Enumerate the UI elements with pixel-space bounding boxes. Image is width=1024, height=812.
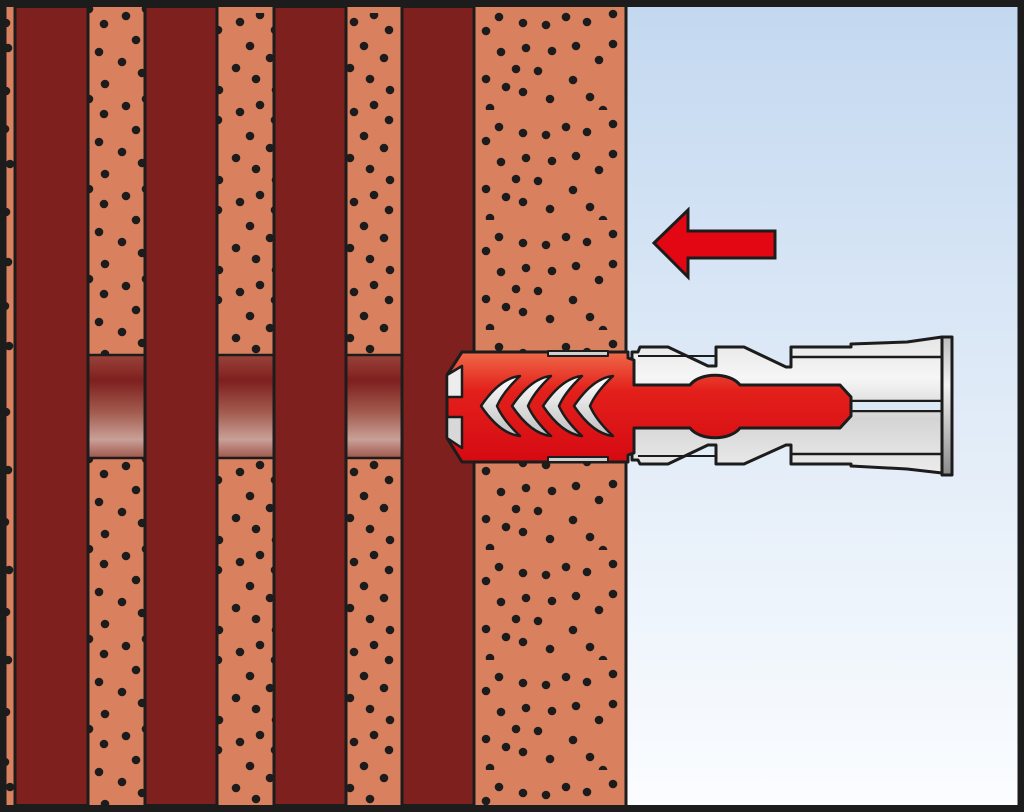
cavity-void-2	[215, 353, 276, 460]
brick-web-2	[144, 6, 218, 806]
brick-web-3	[273, 6, 347, 806]
insertion-direction-arrow-icon	[651, 206, 777, 281]
cavity-void-1	[86, 353, 147, 460]
plug-chevron-ribs	[479, 374, 615, 438]
mortar-strip-1	[86, 7, 147, 805]
plug-collar	[940, 335, 954, 477]
mortar-edge	[6, 7, 15, 805]
mortar-strip-3	[344, 7, 404, 811]
mortar-strip-2	[215, 7, 276, 811]
perforated-brick-wall	[0, 6, 628, 811]
brick-web-1	[14, 6, 89, 806]
cavity-void-3	[344, 353, 404, 460]
wall-plug	[445, 335, 954, 477]
